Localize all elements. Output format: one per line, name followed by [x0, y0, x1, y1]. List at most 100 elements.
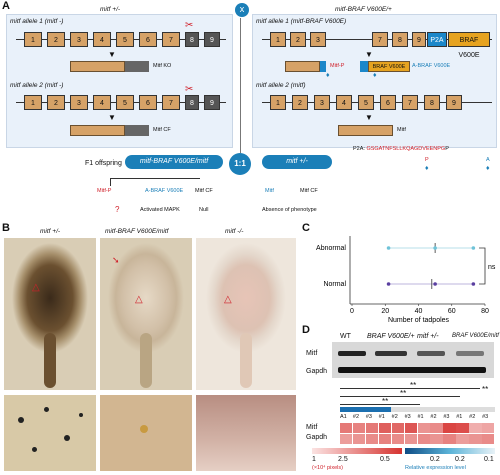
arrow-icon: ➘: [112, 255, 120, 265]
heatmap-cell: [443, 423, 456, 433]
scale-bar-right: [405, 448, 495, 454]
tadpole-photo-2: [100, 238, 192, 390]
left-allele1-gene: 1 2 3 4 5 6 7 8 9: [16, 32, 226, 48]
closeup-photo-1: [4, 395, 96, 471]
heatmap-col-label: #2: [469, 414, 476, 420]
heatmap-col-label: #3: [365, 414, 372, 420]
left-title: mitf +/-: [100, 6, 121, 13]
sig-3: **: [382, 397, 389, 406]
photo-title-1: mitf +/-: [40, 228, 61, 235]
heatmap-cell: [391, 423, 405, 433]
x-tick-label: 20: [381, 308, 389, 315]
null-label: Null: [199, 207, 209, 213]
panel-a-label: A: [2, 0, 10, 12]
arrow-down-icon: ▼: [108, 113, 116, 122]
heatmap-cell: [352, 434, 366, 444]
heatmap-col-label: #3: [404, 414, 411, 420]
out-mitf-p: Mitf-P: [97, 188, 112, 194]
triangle-marker-icon: △: [32, 282, 40, 293]
blot-band: [338, 367, 486, 373]
arrow-down-icon: ▼: [365, 113, 373, 122]
scale-tick-3: 0.5: [380, 456, 390, 463]
data-point: [433, 246, 437, 250]
heatmap-cell: [469, 434, 482, 444]
blot-row-mitf: Mitf: [306, 350, 318, 357]
heatmap-col-label: #2: [352, 414, 360, 420]
rel-tick-1: 0.2: [430, 456, 440, 463]
left-rna-ko: [70, 61, 125, 72]
heatmap-cell: [365, 423, 379, 433]
p2a-p-label: P: [425, 157, 429, 163]
tadpole-photo-1: [4, 238, 96, 390]
a-braf-label: A-BRAF V600E: [412, 63, 451, 69]
heatmap-row-mitf: Mitf: [306, 424, 318, 431]
arrow-down-icon: ▼: [365, 50, 373, 59]
x-tick-label: 80: [481, 308, 489, 315]
ratio-badge: 1:1: [229, 153, 251, 175]
right-allele1-label: mitf allele 1 (mitf-BRAF V600E): [256, 18, 347, 25]
heatmap: [340, 423, 495, 445]
heatmap-cell: [443, 434, 456, 444]
blot-band: [417, 351, 445, 356]
ns-bracket: [479, 247, 486, 285]
blot-row-gapdh: Gapdh: [306, 368, 328, 375]
blot-col-1: WT: [340, 333, 351, 340]
arrow-down-icon: ▼: [108, 50, 116, 59]
heatmap-cell: [456, 434, 469, 444]
ns-label: ns: [488, 264, 496, 271]
category-label: Normal: [323, 281, 346, 288]
rel-tick-2: 0.2: [455, 456, 465, 463]
heatmap-cell: [391, 434, 405, 444]
data-point: [471, 246, 476, 250]
heatmap-cell: [430, 423, 443, 433]
pin-icon: ♦: [425, 165, 429, 172]
scissors-icon: ✂: [185, 20, 194, 31]
right-allele1-gene: 1 2 3 7 8 9 P2A BRAF V600E: [262, 32, 492, 59]
heatmap-cell: [417, 434, 430, 444]
sig-1: **: [410, 381, 417, 390]
left-allele2-label: mitf allele 2 (mitf -): [10, 82, 64, 89]
heatmap-cell: [430, 434, 443, 444]
x-tick-label: 60: [448, 308, 456, 315]
mitf-cf-label: Mitf CF: [153, 127, 171, 133]
blot-band: [375, 351, 407, 356]
blot-band: [456, 351, 484, 356]
panel-c-label: C: [302, 222, 310, 234]
heatmap-cell: [456, 423, 469, 433]
pill-left: mitf-BRAF V600E/mitf: [125, 155, 223, 169]
right-allele2-gene: 1 2 3 4 5 6 7 8 9: [262, 95, 492, 111]
left-rna-cf: [70, 125, 125, 136]
right-rna-mitfp: [285, 61, 320, 72]
heatmap-cell: [404, 423, 417, 433]
heatmap-row-gapdh: Gapdh: [306, 434, 328, 441]
mitf-label: Mitf: [397, 127, 406, 133]
scale-tick-2: 2.5: [338, 456, 348, 463]
pin-icon: ♦: [373, 72, 377, 79]
out-mitf: Mitf: [265, 188, 274, 194]
scale-tick-1: 1: [312, 456, 316, 463]
panel-d-label: D: [302, 324, 310, 336]
heatmap-col-label: A1: [340, 414, 347, 420]
activated-mapk: Activated MAPK: [140, 207, 180, 213]
out-mitf-cf: Mitf CF: [195, 188, 213, 194]
pill-right: mitf +/-: [262, 155, 332, 169]
out-a-braf: A-BRAF V600E: [145, 188, 184, 194]
closeup-photo-3: [196, 395, 296, 471]
photo-title-2: mitf-BRAF V600E/mitf: [105, 228, 169, 235]
braf-rna: BRAF V600E: [368, 61, 410, 72]
p2a-a-label: A: [486, 157, 490, 163]
heatmap-cell: [482, 423, 495, 433]
right-allele2-label: mitf allele 2 (mitf): [256, 82, 306, 89]
absence-label: Absence of phenotype: [262, 207, 317, 213]
heatmap-col-label: #2: [430, 414, 437, 420]
heatmap-col-label: #2: [391, 414, 398, 420]
blot-col-3: mitf +/-: [417, 333, 439, 340]
heatmap-cell: [352, 423, 366, 433]
blot-band: [338, 351, 366, 356]
triangle-marker-icon: △: [224, 294, 232, 305]
heatmap-col-label: #1: [378, 414, 385, 420]
heatmap-col-label: #3: [482, 414, 489, 420]
heatmap-col-label: #3: [443, 414, 450, 420]
mitf-p-label: Mitf-P: [330, 63, 345, 69]
